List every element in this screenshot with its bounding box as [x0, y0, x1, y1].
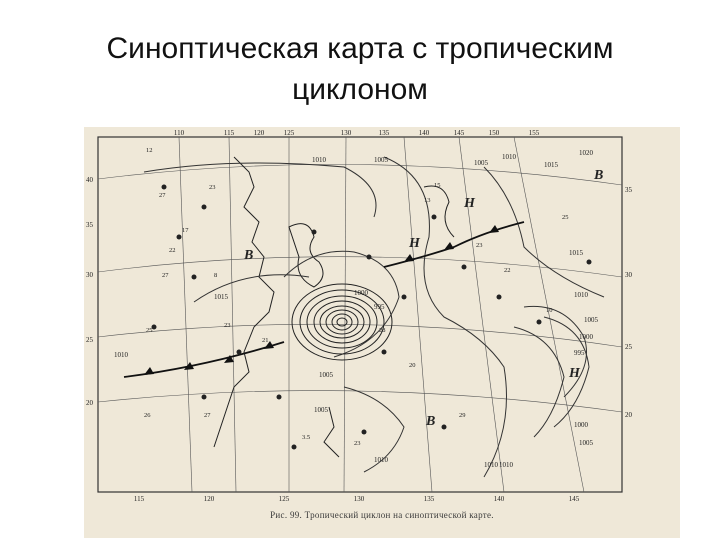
lon-top-2: 120 — [254, 129, 265, 137]
svg-text:В: В — [593, 168, 603, 183]
svg-text:26: 26 — [144, 412, 151, 419]
lon-top-8: 150 — [489, 129, 500, 137]
lon-bottom-4: 135 — [424, 495, 435, 503]
svg-text:1015: 1015 — [544, 161, 559, 169]
lon-bottom-3: 130 — [354, 495, 365, 503]
lon-top-6: 140 — [419, 129, 430, 137]
svg-text:1010: 1010 — [499, 461, 514, 469]
lon-bottom-5: 140 — [494, 495, 505, 503]
svg-text:1010: 1010 — [312, 156, 327, 164]
station-numbers: 12 27 23 17 22 27 8 25 23 21 28 20 13 15… — [144, 147, 569, 447]
svg-text:1000: 1000 — [354, 289, 369, 297]
svg-text:12: 12 — [146, 147, 153, 154]
isobars — [143, 156, 605, 478]
lon-top-1: 115 — [224, 129, 235, 137]
lat-left-4: 20 — [86, 399, 94, 407]
lat-left-1: 35 — [86, 221, 94, 229]
lat-left-3: 25 — [86, 336, 94, 344]
slide-title-line-2: циклоном — [292, 73, 428, 106]
coastlines — [213, 156, 455, 458]
longitude-labels-top: 110 115 120 125 130 135 140 145 150 155 — [174, 129, 540, 137]
svg-text:1010: 1010 — [502, 153, 517, 161]
svg-text:10: 10 — [546, 307, 553, 314]
cyclone-isobars — [291, 283, 393, 361]
svg-text:1005: 1005 — [319, 371, 334, 379]
svg-text:1005: 1005 — [584, 316, 599, 324]
svg-text:28: 28 — [379, 327, 386, 334]
svg-text:23: 23 — [354, 440, 361, 447]
svg-text:1015: 1015 — [569, 249, 584, 257]
svg-text:1010: 1010 — [574, 291, 589, 299]
lon-bottom-6: 145 — [569, 495, 580, 503]
svg-text:1005: 1005 — [474, 159, 489, 167]
map-border — [97, 136, 623, 493]
svg-text:995: 995 — [374, 303, 385, 311]
graticule-meridians — [178, 136, 585, 493]
lon-top-4: 130 — [341, 129, 352, 137]
svg-text:22: 22 — [169, 247, 176, 254]
lat-right-0: 35 — [625, 186, 633, 194]
map-caption: Рис. 99. Тропический циклон на синоптиче… — [270, 510, 494, 520]
weather-fronts — [123, 221, 525, 378]
svg-text:1020: 1020 — [579, 149, 594, 157]
svg-text:3.5: 3.5 — [302, 434, 310, 441]
lon-top-5: 135 — [379, 129, 390, 137]
slide-title: Синоптическая карта с тропическим циклон… — [0, 28, 720, 110]
latitude-labels: 40 35 30 25 20 35 30 25 20 — [86, 176, 633, 419]
svg-text:25: 25 — [562, 214, 569, 221]
svg-text:27: 27 — [204, 412, 211, 419]
svg-text:8: 8 — [214, 272, 217, 279]
svg-text:29: 29 — [459, 412, 466, 419]
lat-right-2: 25 — [625, 343, 633, 351]
slide-title-line-1: Синоптическая карта с тропическим — [106, 32, 614, 65]
svg-text:13: 13 — [424, 197, 431, 204]
svg-text:15: 15 — [434, 182, 441, 189]
svg-text:17: 17 — [182, 227, 189, 234]
svg-text:23: 23 — [224, 322, 231, 329]
svg-text:25: 25 — [146, 327, 153, 334]
svg-text:1000: 1000 — [579, 333, 594, 341]
lon-top-0: 110 — [174, 129, 185, 137]
svg-text:21: 21 — [262, 337, 269, 344]
svg-text:В: В — [425, 414, 435, 429]
lon-bottom-0: 115 — [134, 495, 145, 503]
svg-text:1005: 1005 — [579, 439, 594, 447]
lon-top-3: 125 — [284, 129, 295, 137]
isobar-labels: 1010 1005 1005 1010 1015 1020 1015 1010 … — [114, 149, 599, 469]
svg-text:Н: Н — [568, 366, 581, 381]
lon-bottom-1: 120 — [204, 495, 215, 503]
svg-text:22: 22 — [504, 267, 511, 274]
svg-text:20: 20 — [409, 362, 416, 369]
svg-text:1015: 1015 — [214, 293, 229, 301]
svg-text:1000: 1000 — [574, 421, 589, 429]
svg-text:23: 23 — [476, 242, 483, 249]
svg-text:27: 27 — [162, 272, 169, 279]
svg-text:1010: 1010 — [484, 461, 499, 469]
svg-text:23: 23 — [209, 184, 216, 191]
lon-top-9: 155 — [529, 129, 540, 137]
lat-right-1: 30 — [625, 271, 633, 279]
lat-right-3: 20 — [625, 411, 633, 419]
lat-left-0: 40 — [86, 176, 94, 184]
svg-text:1005: 1005 — [314, 406, 329, 414]
longitude-labels-bottom: 115 120 125 130 135 140 145 — [134, 495, 580, 503]
svg-text:995: 995 — [574, 349, 585, 357]
svg-text:1010: 1010 — [114, 351, 129, 359]
synoptic-map-image: 110 115 120 125 130 135 140 145 150 155 … — [84, 127, 680, 538]
synoptic-map-drawing: 110 115 120 125 130 135 140 145 150 155 … — [86, 129, 633, 503]
svg-text:Н: Н — [463, 196, 476, 211]
lat-left-2: 30 — [86, 271, 94, 279]
svg-text:1010: 1010 — [374, 456, 389, 464]
station-markers — [151, 184, 592, 450]
svg-text:В: В — [243, 248, 253, 263]
svg-text:27: 27 — [159, 192, 166, 199]
lon-top-7: 145 — [454, 129, 465, 137]
svg-text:1005: 1005 — [374, 156, 389, 164]
svg-text:Н: Н — [408, 236, 421, 251]
lon-bottom-2: 125 — [279, 495, 290, 503]
pressure-centers: В Н В Н Н В — [243, 168, 603, 429]
